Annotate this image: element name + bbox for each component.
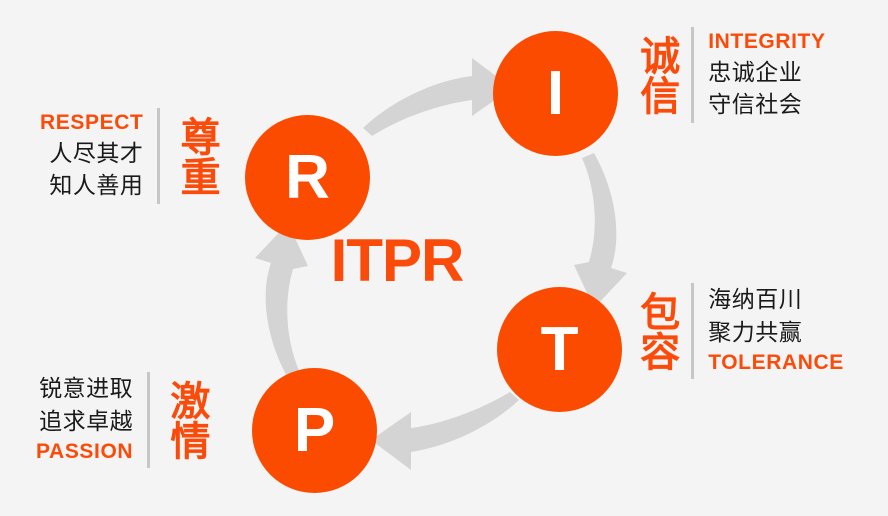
node-letter-i: I	[546, 58, 565, 128]
passion-english-label: PASSION	[36, 440, 134, 464]
passion-chinese-line-1: 锐意进取	[39, 376, 134, 403]
passion-divider	[147, 372, 151, 468]
node-circle-tolerance[interactable]: T	[497, 287, 622, 412]
center-acronym-text: ITPR	[330, 227, 465, 294]
value-block-tolerance: 包容 海纳百川 聚力共赢 TOLERANCE	[633, 283, 844, 379]
node-letter-t: T	[540, 314, 579, 384]
tolerance-chinese-title: 包容	[633, 291, 680, 371]
value-block-integrity: 诚信 INTEGRITY 忠诚企业 守信社会	[633, 27, 826, 123]
tolerance-description: 海纳百川 聚力共赢 TOLERANCE	[708, 284, 844, 378]
integrity-chinese-title: 诚信	[633, 35, 680, 115]
respect-chinese-title: 尊重	[173, 116, 220, 196]
value-block-respect: RESPECT 人尽其才 知人善用 尊重	[40, 108, 220, 204]
tolerance-divider	[691, 283, 695, 379]
respect-chinese-line-2: 知人善用	[49, 173, 144, 200]
passion-chinese-line-2: 追求卓越	[39, 408, 134, 435]
tolerance-english-label: TOLERANCE	[708, 351, 844, 375]
passion-description: 锐意进取 追求卓越 PASSION	[36, 373, 133, 467]
node-circle-passion[interactable]: P	[252, 368, 377, 493]
tolerance-chinese-line-2: 聚力共赢	[708, 319, 803, 346]
integrity-chinese-line-1: 忠诚企业	[708, 59, 803, 86]
arrow-r-to-i-icon	[363, 58, 512, 136]
node-circle-integrity[interactable]: I	[493, 31, 618, 156]
arrow-t-to-p-icon	[371, 392, 519, 470]
integrity-description: INTEGRITY 忠诚企业 守信社会	[708, 28, 825, 122]
arrow-p-to-r-icon	[255, 223, 308, 378]
respect-chinese-line-1: 人尽其才	[49, 140, 144, 167]
node-letter-r: R	[285, 142, 330, 212]
node-letter-p: P	[293, 395, 336, 465]
integrity-divider	[691, 27, 695, 123]
node-circle-respect[interactable]: R	[245, 115, 370, 240]
respect-english-label: RESPECT	[40, 111, 144, 135]
integrity-english-label: INTEGRITY	[708, 30, 826, 54]
tolerance-chinese-line-1: 海纳百川	[708, 287, 803, 314]
respect-divider	[157, 108, 161, 204]
value-block-passion: 锐意进取 追求卓越 PASSION 激情	[36, 372, 210, 468]
respect-description: RESPECT 人尽其才 知人善用	[40, 109, 143, 203]
passion-chinese-title: 激情	[163, 380, 210, 460]
center-acronym: ITPR	[0, 226, 888, 295]
arrow-i-to-t-icon	[574, 153, 627, 308]
integrity-chinese-line-2: 守信社会	[708, 92, 803, 119]
